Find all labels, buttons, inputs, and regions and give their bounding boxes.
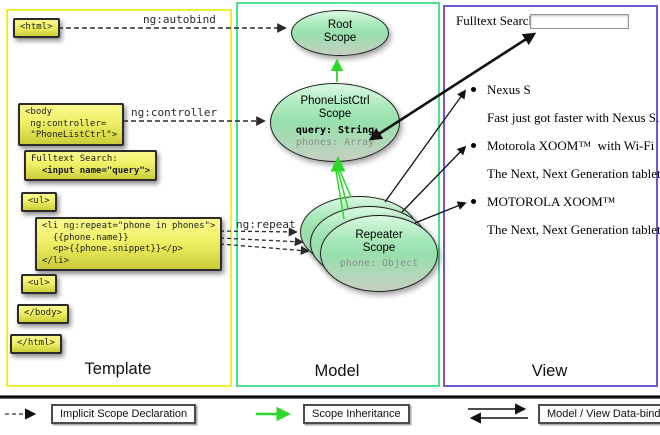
legend-scope-inheritance-box: Scope Inheritance	[303, 404, 410, 424]
code-ul-open: <ul>	[21, 192, 57, 212]
view-item-snippet: The Next, Next Generation tablet.	[487, 166, 660, 181]
ng-autobind-label: ng:autobind	[143, 13, 216, 26]
view-item-snippet: Fast just got faster with Nexus S.	[487, 110, 660, 125]
bullet-dot	[471, 87, 476, 92]
prop-phone: phone: Object	[339, 258, 419, 269]
bullet-dot	[471, 143, 476, 148]
root-scope-title: Root Scope	[323, 19, 357, 44]
phonelistctrl-scope-ellipse: PhoneListCtrl Scope query: String phones…	[270, 83, 400, 162]
code-body-close: </body>	[17, 304, 69, 324]
code-li-repeat: <li ng:repeat="phone in phones"> {{phone…	[35, 217, 223, 271]
code-ul-close: <ul>	[21, 274, 57, 294]
prop-query: query: String	[295, 125, 375, 136]
code-fulltext-search: Fulltext Search: <input name="query">	[24, 150, 158, 181]
root-scope-ellipse: Root Scope	[291, 10, 389, 56]
code-body-open: <body ng:controller= "PhoneListCtrl">	[18, 103, 125, 146]
legend-implicit-scope-box: Implicit Scope Declaration	[51, 404, 197, 424]
bullet-dot	[471, 199, 476, 204]
prop-phones: phones: Array	[295, 137, 375, 148]
view-search-label: Fulltext Search:	[456, 13, 539, 28]
view-item-name: MOTOROLA XOOM™	[487, 194, 616, 209]
fulltext-search-input[interactable]	[530, 14, 629, 29]
template-panel	[6, 9, 232, 387]
view-panel-label: View	[531, 362, 568, 380]
view-item-name: Nexus S	[487, 82, 531, 97]
model-panel-label: Model	[314, 362, 360, 380]
repeater-scope-title: Repeater Scope	[355, 229, 403, 254]
phonelistctrl-scope-title: PhoneListCtrl Scope	[300, 95, 370, 120]
template-panel-label: Template	[84, 360, 152, 378]
view-item-name: Motorola XOOM™ with Wi-Fi	[487, 138, 655, 153]
code-fulltext-label: Fulltext Search:	[31, 154, 118, 164]
view-item-snippet: The Next, Next Generation tablet.	[487, 222, 660, 237]
code-input-tag: <input name="query">	[31, 165, 151, 176]
model-panel	[236, 2, 440, 387]
ng-controller-label: ng:controller	[131, 106, 218, 119]
code-html-open: <html>	[13, 18, 60, 38]
legend-double-arrow	[468, 403, 528, 424]
repeater-scope-ellipse-front: Repeater Scope phone: Object	[320, 215, 438, 292]
ng-repeat-label: ng:repeat	[236, 218, 296, 231]
code-html-close: </html>	[10, 334, 62, 354]
legend-databinding-box: Model / View Data-binding	[538, 404, 660, 424]
